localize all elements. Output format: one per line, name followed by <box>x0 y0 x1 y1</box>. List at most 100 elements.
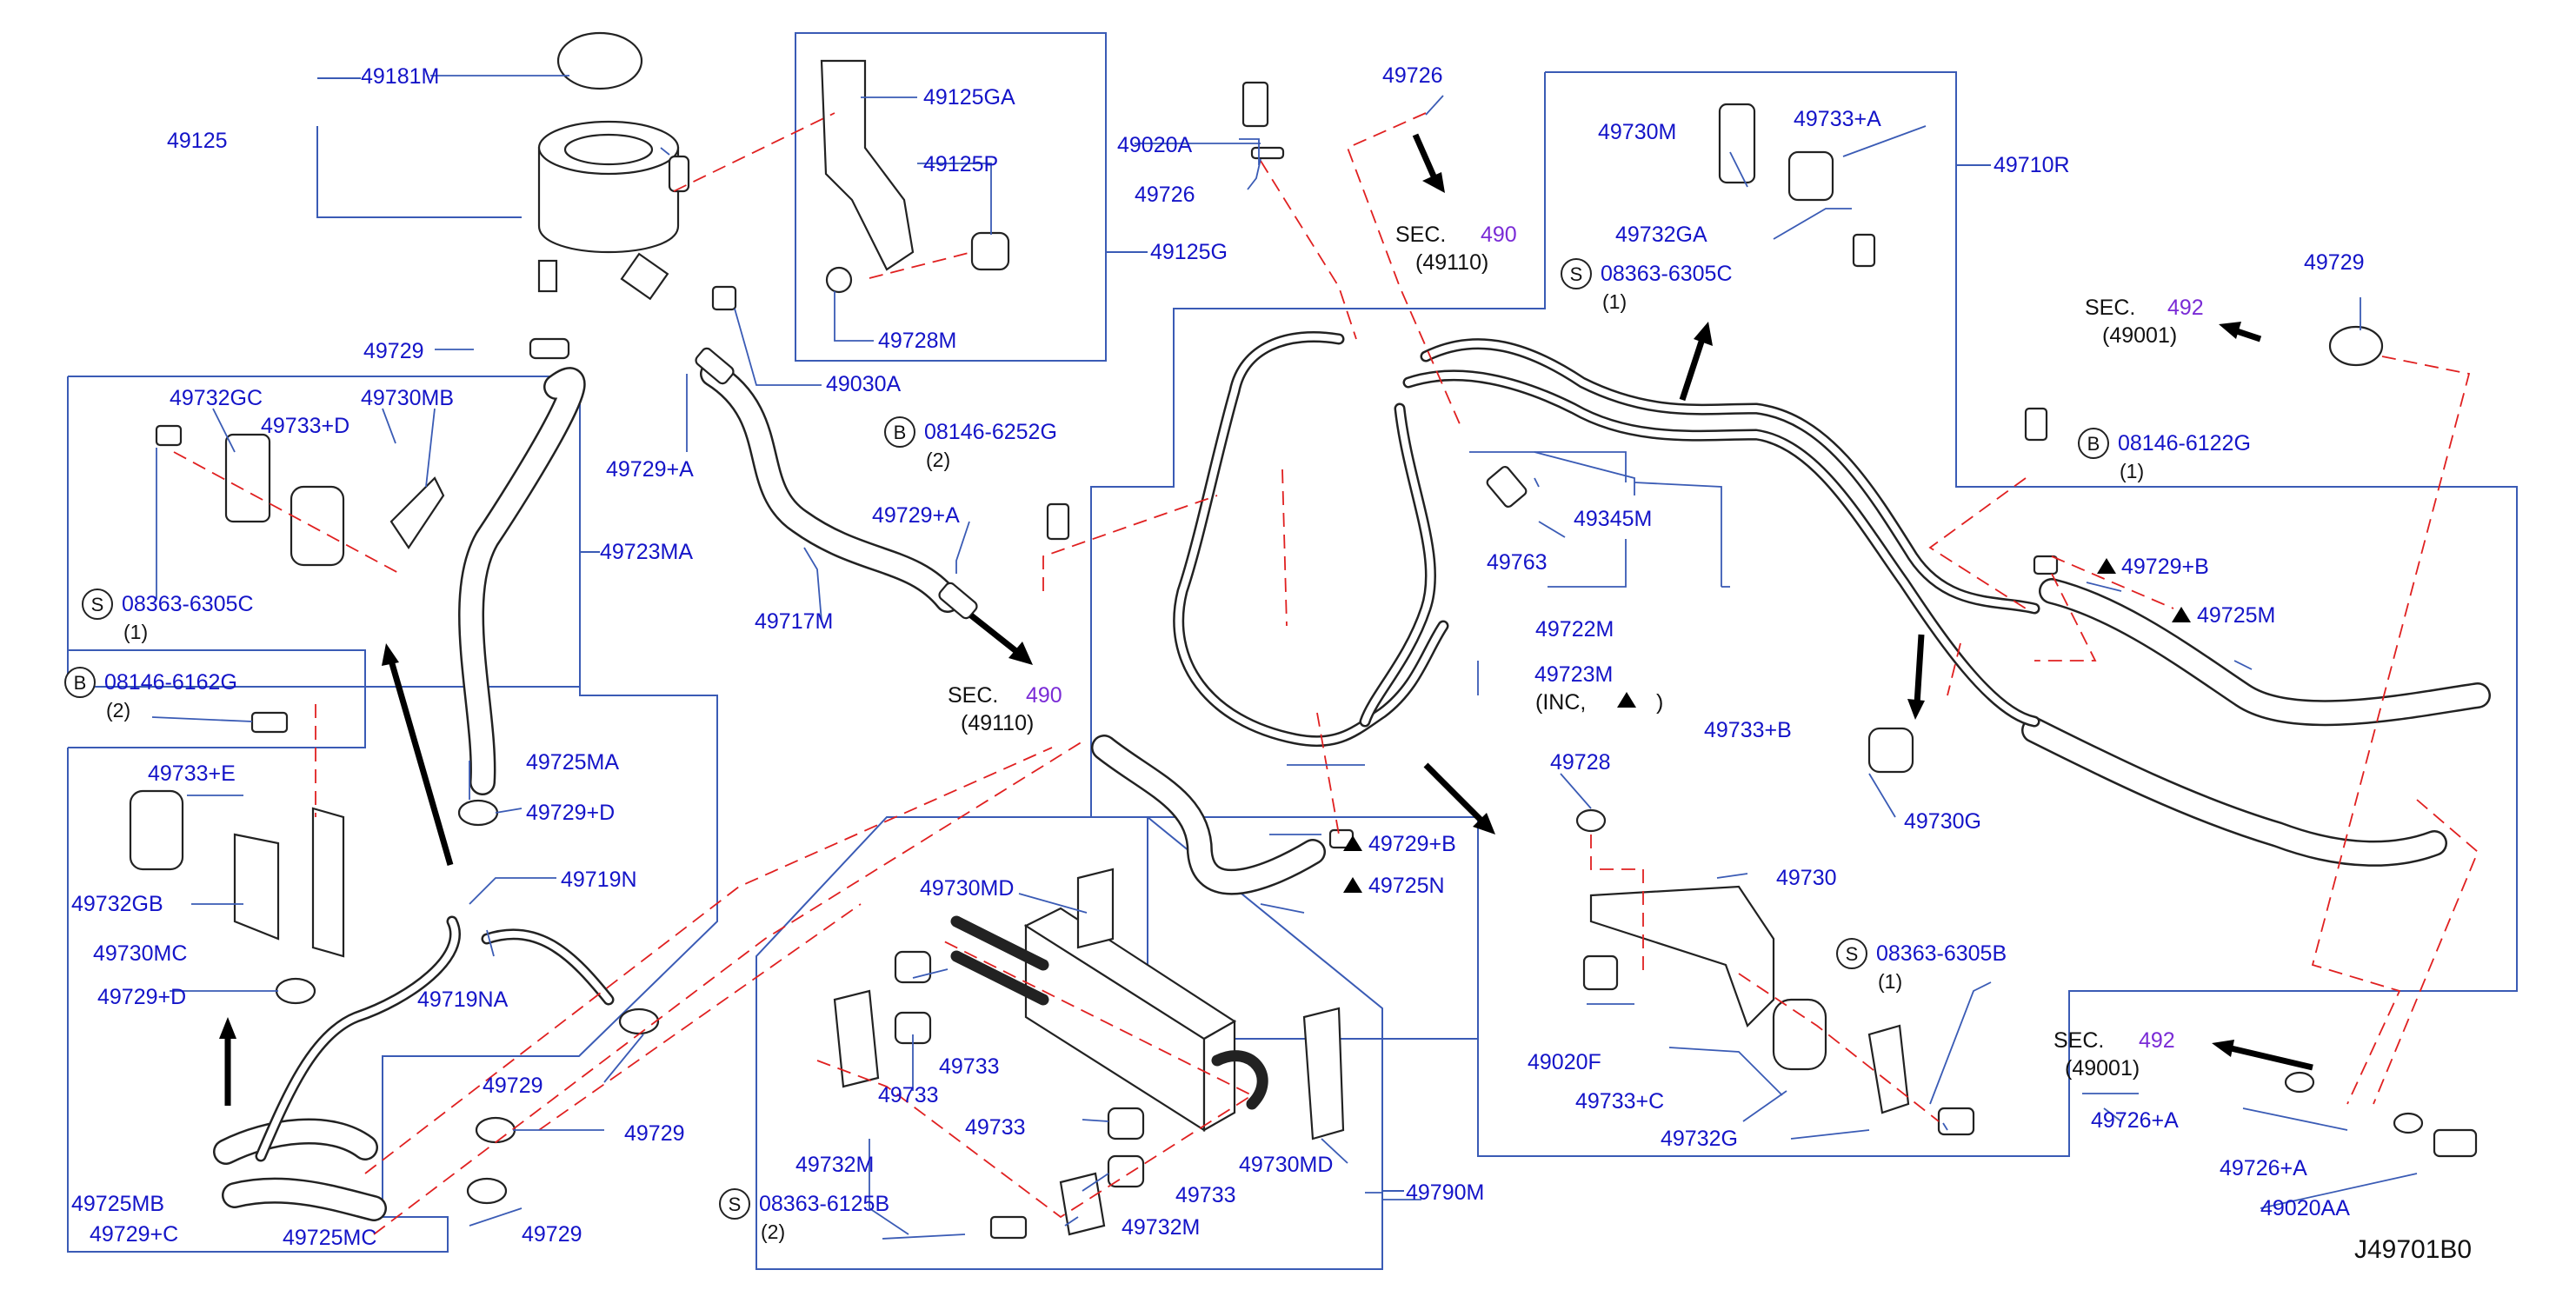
svg-text:B: B <box>894 422 907 443</box>
fastener-callout-s1: S 08363-6305C (1) <box>82 588 254 643</box>
svg-text:SEC.: SEC. <box>1395 223 1446 247</box>
callout-49733-d: 49733 <box>1175 1183 1236 1207</box>
callout-49728: 49728 <box>1550 750 1611 775</box>
callout-49722M: 49722M <box>1535 617 1614 642</box>
callout-49730: 49730 <box>1776 866 1837 890</box>
callout-49728M: 49728M <box>878 329 956 353</box>
callout-49732GC: 49732GC <box>170 386 263 410</box>
callout-49125GA: 49125GA <box>923 85 1015 110</box>
bracket-49125GA <box>820 59 1010 294</box>
bracket-49730 <box>1589 885 1910 1114</box>
callout-49733-plus-e: 49733+E <box>148 761 236 786</box>
diagram-id: J49701B0 <box>2354 1235 2472 1264</box>
svg-text:08363-6305B: 08363-6305B <box>1876 941 2007 966</box>
svg-text:(2): (2) <box>926 449 950 471</box>
svg-text:(2): (2) <box>761 1220 785 1243</box>
callout-49733-b: 49733 <box>878 1083 939 1107</box>
callout-49730MD-2: 49730MD <box>1239 1153 1333 1177</box>
callout-49733-plus-d: 49733+D <box>261 414 349 438</box>
callout-49729-plus-b: 49729+B <box>2121 555 2209 579</box>
group-boxes <box>67 32 2518 1270</box>
callout-49181M: 49181M <box>361 64 439 89</box>
callout-49125G: 49125G <box>1150 240 1228 264</box>
callout-49020AA: 49020AA <box>2260 1196 2350 1220</box>
callout-49733-c: 49733 <box>965 1115 1026 1140</box>
fastener-callout-s3: S 08363-6305B (1) <box>1836 938 2007 993</box>
section-ref-2: SEC. 490 (49110) <box>948 683 1062 735</box>
leader-lines <box>151 75 2418 1240</box>
direction-arrows <box>219 133 2313 1106</box>
callout-49729-plus-c: 49729+C <box>90 1222 178 1247</box>
svg-text:S: S <box>1570 263 1583 285</box>
svg-text:B: B <box>74 672 87 694</box>
inc-note-close: ) <box>1656 690 1663 715</box>
callout-49719NA: 49719NA <box>417 987 509 1012</box>
svg-text:S: S <box>91 594 104 615</box>
fastener-callout-s4: S 08363-6125B (2) <box>719 1188 889 1243</box>
triangle-marker-49725N <box>1343 877 1362 893</box>
svg-text:SEC.: SEC. <box>2085 296 2135 320</box>
svg-text:08146-6252G: 08146-6252G <box>924 420 1057 444</box>
fastener-callout-b2: B 08146-6252G (2) <box>884 416 1057 471</box>
callout-49732GB: 49732GB <box>71 892 163 916</box>
svg-text:08363-6305C: 08363-6305C <box>1601 262 1733 286</box>
svg-text:B: B <box>2087 433 2100 455</box>
callout-49729-c: 49729 <box>624 1121 685 1146</box>
callout-49723MA: 49723MA <box>600 540 693 564</box>
callout-49730MC: 49730MC <box>93 941 187 966</box>
svg-text:08363-6125B: 08363-6125B <box>759 1192 889 1216</box>
hoses <box>213 361 2491 1221</box>
reservoir <box>537 31 690 301</box>
callout-49732M-2: 49732M <box>1122 1215 1200 1240</box>
callout-49732G: 49732G <box>1661 1127 1738 1151</box>
section-ref-3: SEC. 492 (49001) <box>2085 296 2204 348</box>
svg-text:490: 490 <box>1026 683 1062 708</box>
svg-text:(1): (1) <box>1878 970 1902 993</box>
callout-49717M: 49717M <box>755 609 833 634</box>
svg-text:490: 490 <box>1481 223 1517 247</box>
callout-49729-plus-d: 49729+D <box>526 801 615 825</box>
callout-49790M: 49790M <box>1406 1180 1484 1205</box>
callout-49730MB: 49730MB <box>361 386 454 410</box>
callout-49726-plus-a-2: 49726+A <box>2220 1156 2307 1180</box>
callout-49125P: 49125P <box>923 152 998 176</box>
callout-49729-plus-d-2: 49729+D <box>97 985 186 1009</box>
callout-49729: 49729 <box>363 339 424 363</box>
callout-49723M: 49723M <box>1534 662 1613 687</box>
callout-49763: 49763 <box>1487 550 1548 575</box>
callout-49729-d: 49729 <box>522 1222 582 1247</box>
callout-49730G: 49730G <box>1904 809 1981 834</box>
callout-49725MA: 49725MA <box>526 750 619 775</box>
fastener-callout-b1: B 08146-6162G (2) <box>64 667 237 721</box>
svg-text:08146-6162G: 08146-6162G <box>104 670 237 695</box>
fastener-callout-b3: B 08146-6122G (1) <box>2078 428 2251 482</box>
callout-49725MB: 49725MB <box>71 1192 164 1216</box>
callout-49020F: 49020F <box>1528 1050 1601 1074</box>
callout-49729-plus-a-2: 49729+A <box>872 503 960 528</box>
callout-49733-plus-b: 49733+B <box>1704 718 1792 742</box>
svg-text:(49110): (49110) <box>1415 250 1488 275</box>
svg-text:(1): (1) <box>1602 290 1627 313</box>
svg-text:S: S <box>1846 943 1859 965</box>
callout-49732GA: 49732GA <box>1615 223 1707 247</box>
svg-text:SEC.: SEC. <box>948 683 998 708</box>
triangle-marker-inc <box>1617 692 1636 708</box>
callout-49710R: 49710R <box>1994 153 2070 177</box>
callout-49726-plus-a: 49726+A <box>2091 1108 2179 1133</box>
svg-text:(2): (2) <box>106 699 130 721</box>
triangle-marker-49725M <box>2172 607 2191 622</box>
mating-lines <box>173 112 2479 1235</box>
callout-49729-plus-a: 49729+A <box>606 457 694 482</box>
callout-49729-plus-b-2: 49729+B <box>1368 832 1456 856</box>
callout-49030A: 49030A <box>826 372 902 396</box>
callout-49733: 49733 <box>939 1054 1000 1079</box>
callout-49725MC: 49725MC <box>283 1226 376 1250</box>
callout-49725N: 49725N <box>1368 874 1445 898</box>
triangle-marker-49729b-2 <box>1343 835 1362 851</box>
callout-labels: 49181M 49125 49729 49125GA 49125P 49125G… <box>71 63 2365 1250</box>
callout-49733-plus-a: 49733+A <box>1794 107 1881 131</box>
callout-49730M: 49730M <box>1598 120 1676 144</box>
pipes <box>255 331 2040 1162</box>
